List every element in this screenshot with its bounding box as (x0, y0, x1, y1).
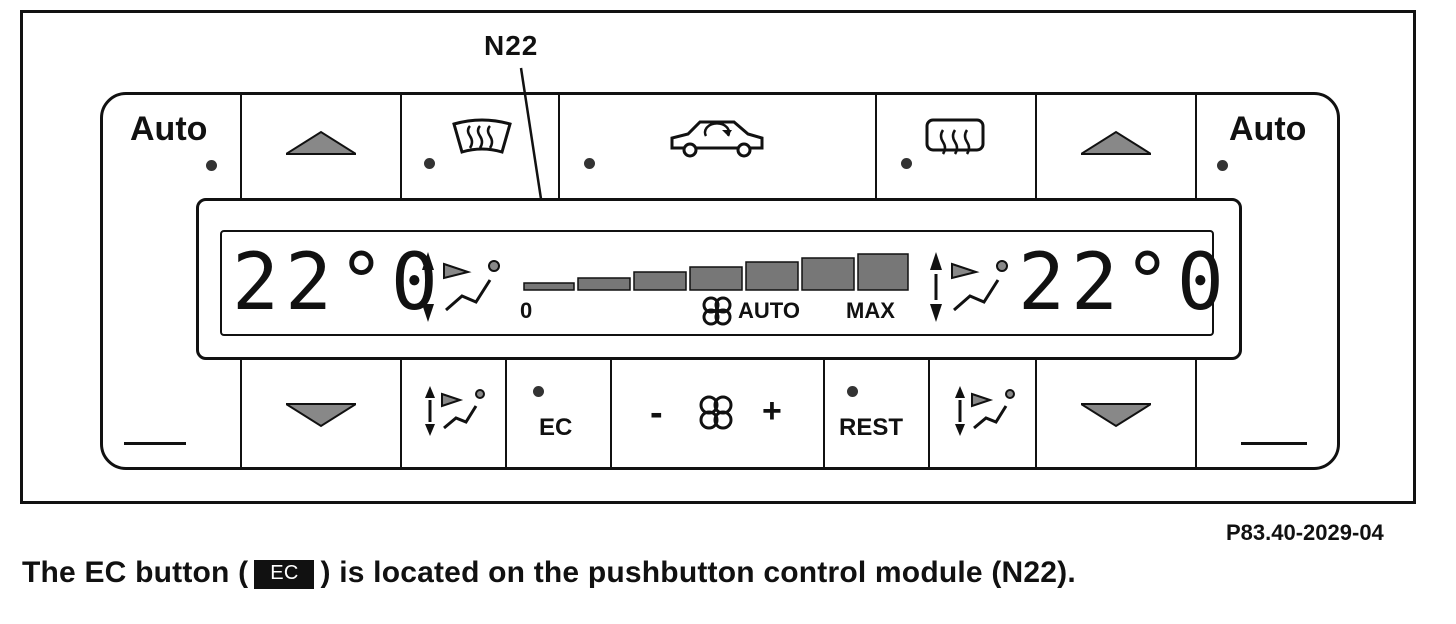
rest-button[interactable]: REST (825, 362, 926, 466)
arrow-down-icon (1081, 403, 1151, 428)
ec-button-chip: EC (254, 560, 315, 589)
windshield-defrost-icon (452, 118, 512, 154)
right-air-distribution-button[interactable] (930, 362, 1033, 466)
separator (240, 94, 242, 198)
rest-indicator-led (847, 386, 858, 397)
callout-label: N22 (484, 30, 539, 61)
ec-button[interactable]: EC (507, 362, 608, 466)
figure-reference: P83.40-2029-04 (1226, 520, 1384, 545)
dash-mark (124, 442, 186, 445)
fan-scale-auto: AUTO (738, 298, 800, 323)
right-airflow-distribution-icon (930, 252, 1008, 322)
auto-right-indicator-led (1217, 160, 1228, 171)
separator (823, 360, 825, 468)
ec-indicator-led (533, 386, 544, 397)
air-distribution-icon (425, 386, 485, 436)
caption-text-before: The EC button ( (22, 556, 249, 589)
separator (1035, 360, 1037, 468)
fan-minus-label: - (650, 392, 663, 434)
ec-label: EC (539, 414, 573, 441)
fan-speed-button[interactable]: - + (612, 362, 821, 466)
auto-right-label: Auto (1229, 110, 1307, 148)
left-air-distribution-button[interactable] (402, 362, 503, 466)
fan-scale-max: MAX (846, 298, 895, 323)
temp-down-right-button[interactable] (1037, 362, 1193, 466)
temp-up-left-button[interactable] (242, 96, 398, 196)
figure-frame (20, 10, 1416, 504)
auto-left-lower-button[interactable] (104, 362, 238, 466)
fan-speed-bar-graph (523, 253, 909, 291)
arrow-up-icon (1081, 130, 1151, 155)
recirculation-car-icon (670, 120, 764, 158)
fan-icon (702, 296, 732, 326)
arrow-down-icon (286, 403, 356, 428)
fan-scale-min: 0 (520, 298, 533, 323)
separator (1195, 360, 1197, 468)
auto-left-indicator-led (206, 160, 217, 171)
separator (875, 94, 877, 198)
fan-icon (699, 395, 733, 430)
temp-down-left-button[interactable] (242, 362, 398, 466)
rear-defrost-icon (925, 118, 985, 155)
separator (1195, 94, 1197, 198)
lcd-display (220, 230, 1214, 336)
recirculation-button[interactable] (560, 96, 873, 196)
separator (240, 360, 242, 468)
auto-right-lower-button[interactable] (1197, 362, 1335, 466)
arrow-up-icon (286, 130, 356, 155)
right-temperature-readout: 22°0 (1018, 238, 1230, 328)
rear-defrost-led (901, 158, 912, 169)
rear-defrost-button[interactable] (877, 96, 1033, 196)
separator (928, 360, 930, 468)
separator (400, 360, 402, 468)
left-temperature-readout: 22°0 (232, 238, 444, 328)
separator (558, 94, 560, 198)
dash-mark (1241, 442, 1307, 445)
windshield-defrost-button[interactable] (402, 96, 556, 196)
figure-caption: The EC button (EC) is located on the pus… (22, 556, 1076, 590)
fan-plus-label: + (762, 392, 782, 430)
auto-left-button[interactable]: Auto (104, 96, 238, 196)
auto-right-button[interactable]: Auto (1197, 96, 1335, 196)
caption-text-after: ) is located on the pushbutton control m… (320, 556, 1076, 589)
separator (505, 360, 507, 468)
separator (400, 94, 402, 198)
control-panel (100, 92, 1340, 470)
rest-label: REST (839, 414, 904, 441)
separator (610, 360, 612, 468)
auto-left-label: Auto (130, 110, 208, 148)
left-airflow-distribution-icon (422, 252, 500, 322)
recirculation-led (584, 158, 595, 169)
windshield-defrost-led (424, 158, 435, 169)
air-distribution-icon (955, 386, 1015, 436)
separator (1035, 94, 1037, 198)
temp-up-right-button[interactable] (1037, 96, 1193, 196)
